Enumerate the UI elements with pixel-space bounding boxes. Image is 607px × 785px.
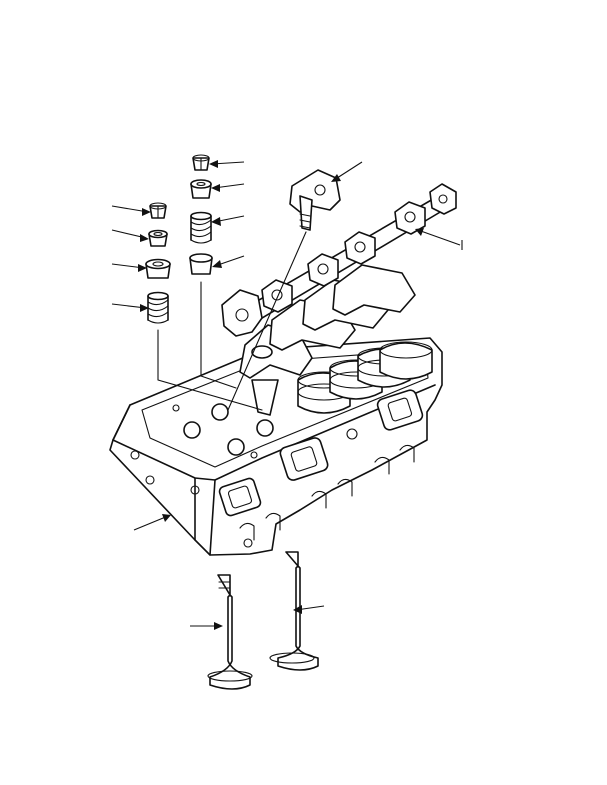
valve-spring-cap-right: [190, 179, 212, 199]
leader-seat-left: [111, 263, 147, 272]
rocker-arm: [289, 169, 341, 231]
leader-cap-right: [211, 183, 245, 192]
leader-collet-right: [209, 160, 245, 168]
assembly-line-rocker: [227, 231, 307, 411]
valve-split-collet-right: [192, 154, 210, 171]
valve-spring-left: [147, 291, 169, 324]
leader-cap-left: [111, 229, 149, 242]
exhaust-port-flange-2: [376, 389, 424, 431]
leader-cylinder-head: [133, 514, 171, 531]
leader-rocker-arm: [331, 161, 363, 182]
rocker-shaft-assembly: [221, 183, 457, 337]
valve-spring-cap-left: [148, 229, 168, 247]
leader-exhaust-valve: [190, 622, 223, 630]
inlet-valve: [269, 551, 319, 671]
assembly-line-right: [200, 281, 237, 389]
leader-lines: [111, 160, 461, 630]
exhaust-valve: [207, 574, 253, 690]
exhaust-port-flange: [279, 437, 329, 481]
rocker-arms-installed: [239, 264, 433, 416]
valve-spring-right: [190, 211, 212, 244]
leader-collet-left: [111, 205, 151, 216]
inlet-port-flange: [218, 477, 262, 517]
leader-rocker-shaft: [415, 228, 461, 246]
valve-split-collet-left: [149, 202, 167, 219]
leader-spring-right: [211, 215, 245, 226]
assembly-line-left: [157, 329, 263, 411]
leader-spring-left: [111, 303, 149, 312]
leader-seal: [212, 255, 245, 268]
valve-spring-seat-left: [145, 258, 171, 279]
leader-inlet-valve: [293, 605, 325, 614]
valve-stem-seal: [189, 253, 213, 275]
